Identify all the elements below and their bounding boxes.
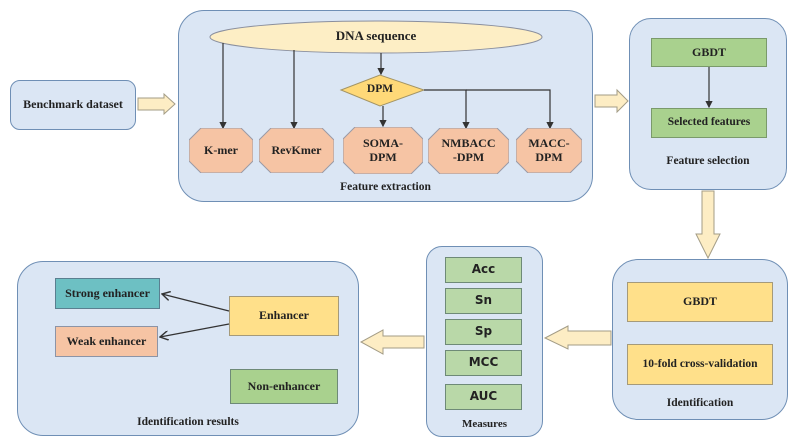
measure-sn: Sn [445, 288, 522, 314]
strong-enhancer-box: Strong enhancer [55, 278, 160, 309]
fs-gbdt-label: GBDT [691, 44, 726, 59]
method-label: MACC- DPM [528, 135, 570, 164]
flow-arrow-measures-to-results [359, 329, 425, 355]
method-label: RevKmer [271, 142, 322, 157]
flow-arrow-selection-to-identification [695, 190, 721, 260]
selected-features-label: Selected features [667, 116, 751, 129]
weak-enhancer-box: Weak enhancer [55, 326, 158, 357]
enhancer-label: Enhancer [258, 308, 309, 323]
measure-auc: AUC [445, 384, 522, 410]
dpm-label: DPM [366, 83, 394, 95]
method-macc-dpm: MACC- DPM [516, 128, 582, 173]
non-enhancer-box: Non-enhancer [230, 369, 338, 404]
measures-title: Measures [461, 418, 507, 430]
flow-arrow-benchmark-to-extraction [137, 92, 176, 116]
measure-label: Sn [474, 293, 493, 308]
method-label: K-mer [204, 142, 238, 157]
feature-selection-title: Feature selection [666, 155, 750, 167]
measure-label: Acc [471, 262, 496, 277]
dna-sequence-label: DNA sequence [335, 28, 417, 43]
benchmark-dataset-box: Benchmark dataset [10, 80, 136, 130]
method-label: NMBACC -DPM [441, 136, 496, 164]
measure-label: Sp [474, 324, 493, 339]
method-label: SOMA- DPM [363, 135, 403, 164]
id-gbdt-box: GBDT [627, 282, 773, 322]
enhancer-box: Enhancer [229, 296, 339, 336]
identification-title: Identification [666, 397, 734, 409]
id-gbdt-label: GBDT [682, 294, 717, 309]
weak-enhancer-label: Weak enhancer [66, 333, 147, 348]
method-kmer: K-mer [189, 128, 253, 173]
method-nmbacc-dpm: NMBACC -DPM [428, 128, 509, 174]
benchmark-dataset-label: Benchmark dataset [23, 97, 123, 112]
measure-acc: Acc [445, 257, 522, 283]
identification-results-title: Identification results [137, 416, 239, 428]
measure-sp: Sp [445, 319, 522, 345]
measure-mcc: MCC [445, 350, 522, 376]
flow-arrow-extraction-to-selection [594, 88, 629, 114]
flow-arrow-identification-to-measures [543, 325, 612, 350]
fs-gbdt-box: GBDT [651, 38, 767, 67]
feature-extraction-title: Feature extraction [340, 181, 431, 193]
method-revkmer: RevKmer [259, 128, 334, 173]
method-soma-dpm: SOMA- DPM [343, 127, 423, 174]
non-enhancer-label: Non-enhancer [247, 378, 321, 393]
selected-features-box: Selected features [651, 108, 767, 138]
cross-validation-label: 10-fold cross-validation [642, 357, 758, 370]
measure-label: AUC [469, 389, 498, 404]
strong-enhancer-label: Strong enhancer [65, 285, 150, 300]
cross-validation-box: 10-fold cross-validation [627, 344, 773, 385]
measure-label: MCC [468, 355, 499, 370]
